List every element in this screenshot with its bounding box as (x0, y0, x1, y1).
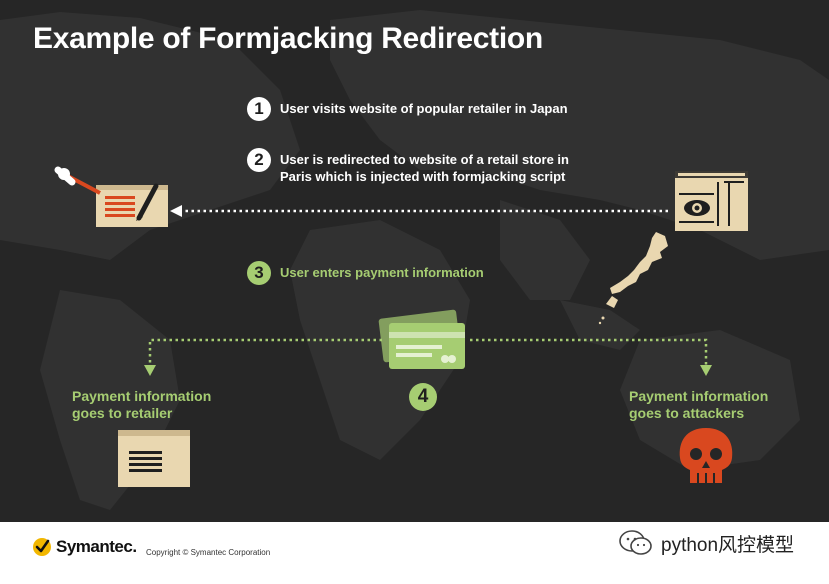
attacker-outcome-line1: Payment information (629, 388, 769, 404)
step-3-badge: 3 (247, 261, 271, 285)
retailer-outcome-label: Payment information goes to retailer (72, 388, 211, 422)
credit-cards-icon (378, 309, 465, 369)
wechat-icon (619, 530, 652, 555)
retailer-outcome-line1: Payment information (72, 388, 212, 404)
step-1: 1 User visits website of popular retaile… (247, 97, 568, 121)
step-2-text-line2: Paris which is injected with formjacking… (280, 169, 566, 184)
payment-flow-left (144, 338, 382, 376)
page-title: Example of Formjacking Redirection (33, 22, 543, 55)
symantec-logo: Symantec. (32, 537, 137, 557)
copyright-text: Copyright © Symantec Corporation (146, 548, 271, 557)
redirect-arrow (170, 205, 668, 217)
step-1-badge: 1 (247, 97, 271, 121)
step-2-text: User is redirected to website of a retai… (280, 148, 569, 185)
footer-bar (0, 522, 829, 584)
step-2: 2 User is redirected to website of a ret… (247, 148, 569, 185)
attacker-outcome-label: Payment information goes to attackers (629, 388, 768, 422)
step-2-text-line1: User is redirected to website of a retai… (280, 152, 569, 167)
skull-icon (679, 428, 733, 483)
japan-map-icon (598, 232, 668, 325)
step-1-text: User visits website of popular retailer … (280, 101, 568, 116)
watermark: python风控模型 (619, 529, 794, 557)
step-2-badge: 2 (247, 148, 271, 172)
step-4-badge: 4 (409, 383, 437, 411)
step-3: 3 User enters payment information (247, 261, 484, 285)
pen-icon (136, 183, 159, 221)
syringe-icon (54, 166, 101, 195)
injected-form-icon (96, 185, 168, 227)
step-3-text: User enters payment information (280, 265, 484, 280)
retailer-outcome-line2: goes to retailer (72, 405, 173, 421)
retailer-document-icon (118, 430, 190, 487)
website-eye-icon (675, 171, 748, 231)
payment-flow-right (470, 338, 712, 376)
brand-name: Symantec. (56, 537, 137, 556)
attacker-outcome-line2: goes to attackers (629, 405, 745, 421)
symantec-check-icon (33, 538, 51, 556)
watermark-text: python风控模型 (661, 534, 795, 556)
